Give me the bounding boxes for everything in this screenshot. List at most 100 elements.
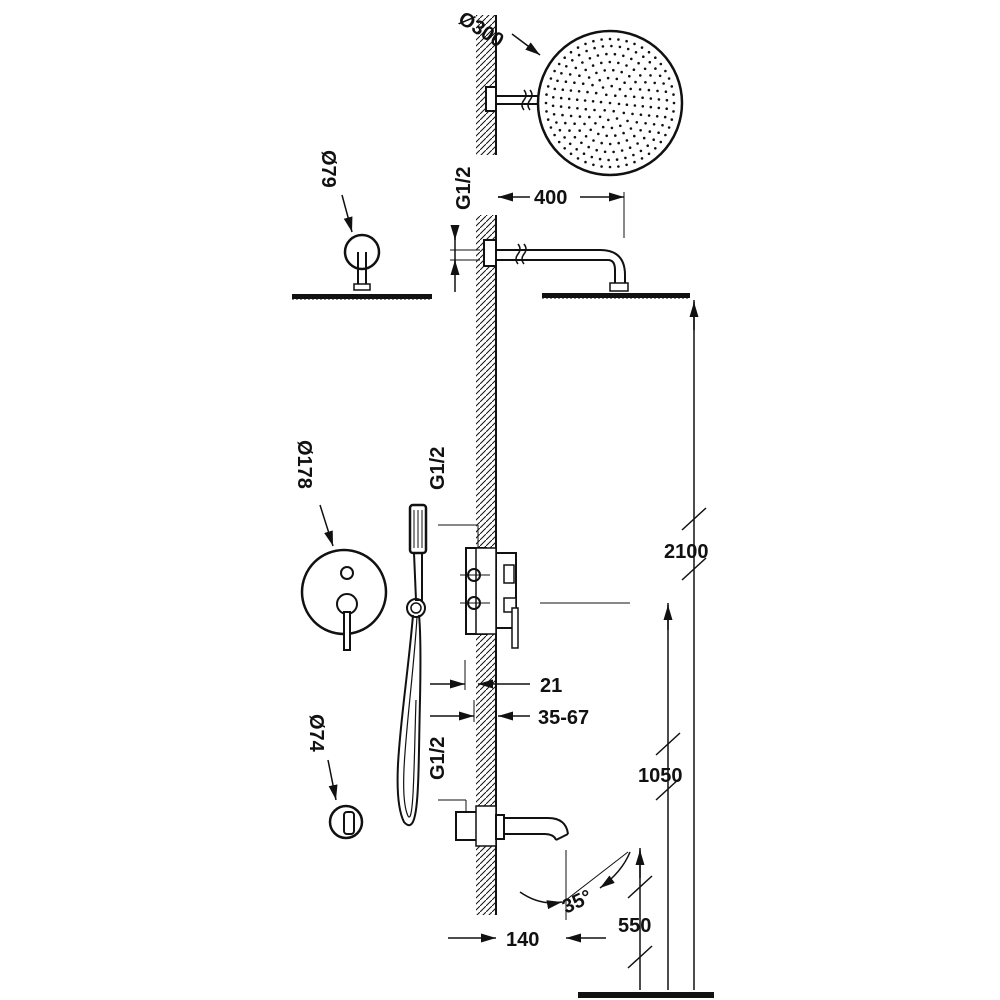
nozzle-dot [663, 115, 667, 119]
nozzle-dot [652, 123, 656, 126]
arm-thread-label: G1/2 [453, 167, 475, 210]
nozzle-dot [622, 54, 625, 58]
nozzle-dot [553, 133, 556, 137]
nozzle-dot [615, 117, 619, 120]
nozzle-dot [588, 57, 592, 60]
nozzle-dot [573, 135, 577, 139]
nozzle-dot [605, 134, 608, 138]
nozzle-dot [601, 125, 605, 129]
nozzle-dot [665, 98, 669, 102]
nozzle-dot [629, 87, 632, 91]
nozzle-dot [657, 106, 661, 110]
nozzle-dot [617, 165, 620, 168]
embed-depth-dimension: 35-67 [430, 700, 589, 729]
nozzle-dot [644, 81, 647, 84]
nozzle-dot [632, 95, 636, 99]
nozzle-dot [584, 135, 588, 138]
nozzle-dot [617, 102, 621, 106]
nozzle-dot [639, 149, 643, 153]
nozzle-dot [581, 82, 585, 85]
nozzle-dot [577, 90, 581, 93]
nozzle-dot [662, 82, 665, 85]
nozzle-dot [623, 81, 626, 84]
nozzle-dot [638, 88, 642, 91]
nozzle-dot [617, 61, 620, 65]
nozzle-dot [597, 132, 600, 136]
nozzle-dot [624, 156, 627, 160]
nozzle-dot [576, 157, 580, 160]
spout-angle-label: 35° [559, 886, 596, 919]
nozzle-dot [589, 128, 592, 132]
nozzle-dot [551, 104, 555, 108]
nozzle-dot [574, 66, 578, 70]
nozzle-dot [571, 59, 574, 62]
spout-projection-dimension: 140 [448, 929, 606, 951]
nozzle-dot [573, 122, 576, 125]
nozzle-dot [612, 109, 615, 113]
nozzle-dot [601, 86, 605, 89]
nozzle-dot [647, 50, 651, 54]
mixer-diameter-label: Ø178 [293, 440, 315, 489]
nozzle-dot [569, 114, 573, 118]
nozzle-dot [608, 142, 612, 146]
spout-projection-label: 140 [506, 929, 539, 951]
nozzle-dot [617, 38, 620, 41]
nozzle-dot [564, 80, 568, 83]
nozzle-dot [555, 121, 558, 124]
mixer-body-side-view [460, 547, 519, 649]
nozzle-dot [612, 68, 615, 72]
nozzle-dot [637, 61, 640, 65]
nozzle-dot [590, 155, 594, 159]
nozzle-dot [636, 142, 639, 145]
nozzle-dot [564, 121, 567, 125]
wall-section [476, 15, 497, 915]
nozzle-dot [625, 39, 628, 43]
nozzle-dot [563, 136, 566, 139]
nozzle-dot [628, 146, 632, 149]
nozzle-dot [573, 81, 576, 84]
nozzle-dot [625, 103, 629, 106]
nozzle-dot [625, 139, 629, 142]
cap-diameter-label: Ø79 [317, 150, 339, 188]
nozzle-dot [646, 144, 649, 147]
nozzle-dot [559, 105, 563, 108]
nozzle-dot [546, 118, 550, 121]
nozzle-dot [647, 88, 651, 92]
nozzle-dot [625, 163, 628, 167]
nozzle-dot [600, 165, 603, 168]
spout-angle-dimension: 35° [519, 850, 631, 920]
nozzle-dot [559, 96, 563, 100]
nozzle-dot [607, 158, 610, 162]
nozzle-dot [588, 115, 591, 119]
nozzle-dot [634, 51, 638, 54]
nozzle-dot [567, 106, 571, 109]
plate-thickness-dimension: 21 [430, 660, 562, 697]
nozzle-dot [603, 109, 606, 112]
floor-line [578, 992, 714, 998]
nozzle-dot [665, 107, 668, 110]
nozzle-dot [580, 141, 583, 145]
nozzle-dot [642, 136, 646, 140]
nozzle-dot [552, 96, 555, 99]
nozzle-dot [614, 134, 617, 137]
nozzle-dot [600, 38, 603, 41]
nozzle-dot [578, 115, 582, 118]
nozzle-dot [592, 39, 595, 43]
nozzle-dot [569, 89, 573, 92]
head-height-dimension: 2100 [664, 300, 709, 990]
nozzle-dot [648, 60, 652, 64]
nozzle-dot [595, 71, 598, 75]
nozzle-dot [606, 76, 610, 80]
nozzle-dot [654, 67, 657, 70]
nozzle-dot [612, 150, 615, 154]
nozzle-dot [615, 77, 619, 81]
nozzle-dot [641, 96, 644, 99]
hand-shower [396, 503, 428, 826]
nozzle-dot [667, 77, 671, 80]
spout-cap-leader [327, 759, 338, 801]
nozzle-dot [664, 133, 667, 137]
nozzle-dot [670, 85, 674, 88]
nozzle-dot [633, 42, 636, 46]
nozzle-dot [608, 60, 612, 64]
mixer-plate-front-view [300, 548, 388, 651]
